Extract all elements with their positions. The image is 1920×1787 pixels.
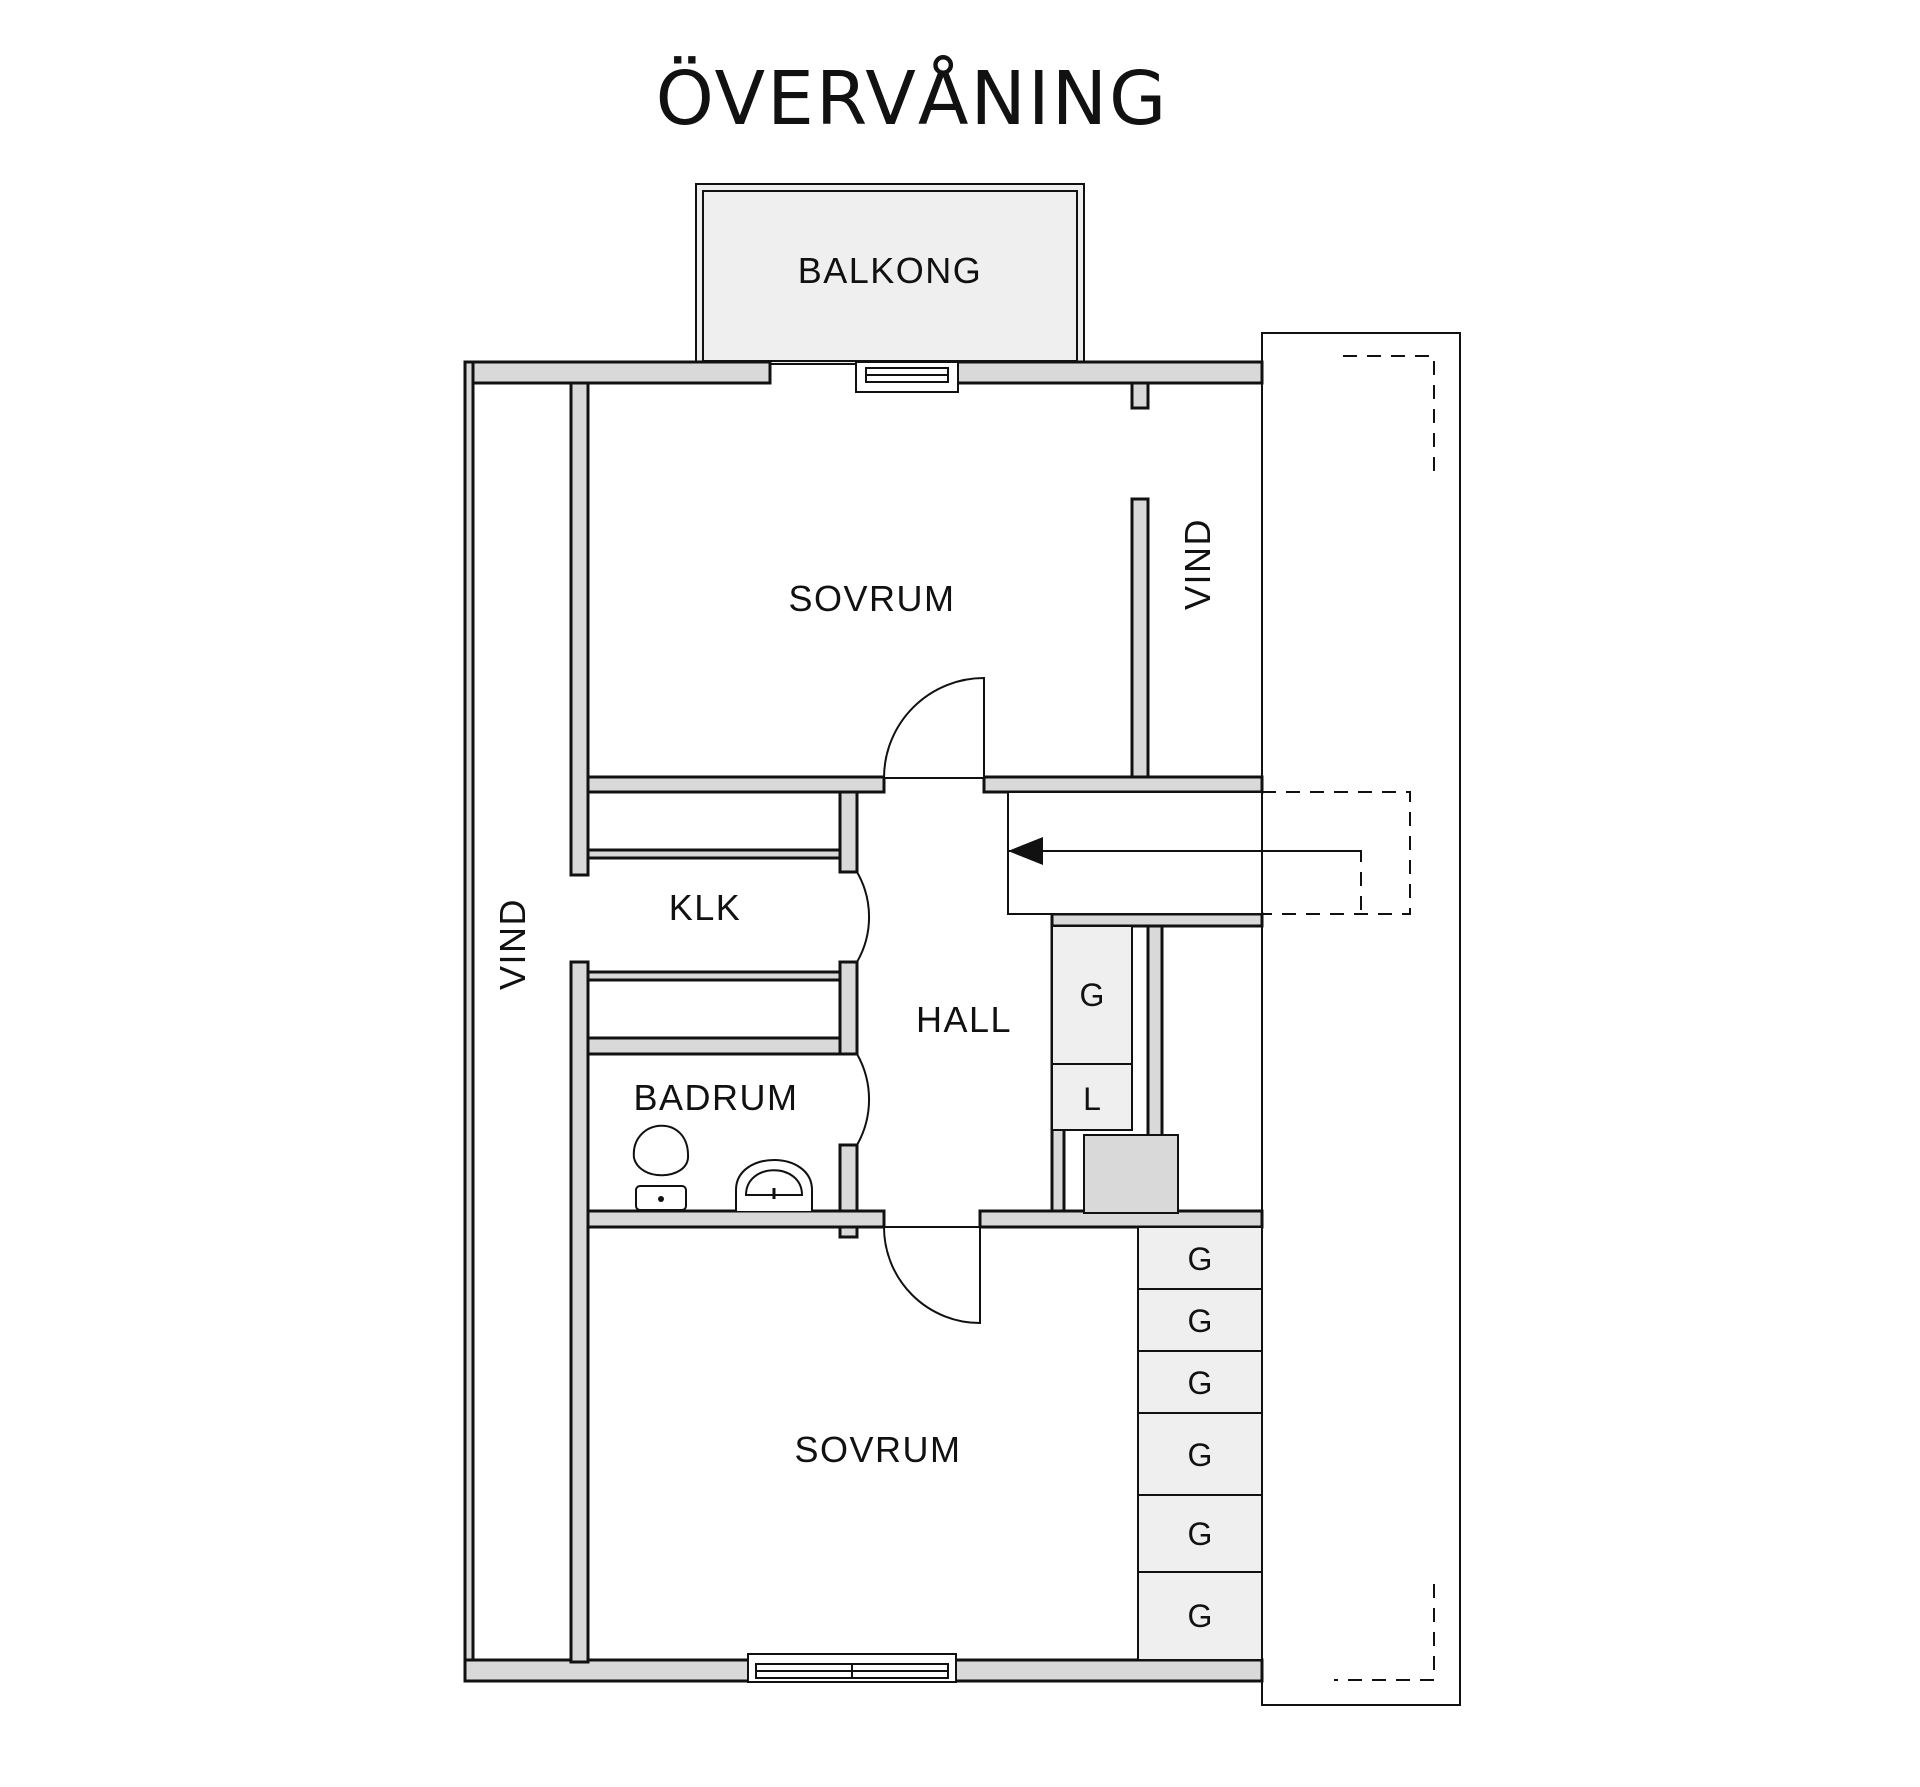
storage-column-label: G: [1188, 1598, 1213, 1634]
room-label-bathroom: BADRUM: [633, 1077, 798, 1118]
dashed-marker-top: [1343, 355, 1435, 474]
door-bathroom: [856, 1053, 871, 1146]
door-bedroom-bottom: [882, 1226, 981, 1325]
storage-hall-top: G: [1051, 925, 1133, 1065]
right-attic-strip: [1261, 332, 1461, 1706]
sink-icon: [735, 1159, 813, 1211]
dashed-marker-bottom: [1334, 1584, 1435, 1681]
door-closet: [856, 871, 871, 963]
toilet-icon: [632, 1124, 690, 1211]
window-top: [855, 361, 959, 393]
room-label-attic-right: VIND: [1177, 518, 1218, 610]
svg-text:G: G: [1080, 977, 1105, 1013]
storage-column-label: G: [1188, 1516, 1213, 1552]
storage-column-label: G: [1188, 1303, 1213, 1339]
room-label-balcony: BALKONG: [798, 250, 983, 291]
room-label-bedroom-top: SOVRUM: [788, 578, 955, 619]
plan-title: ÖVERVÅNING: [656, 54, 1169, 142]
storage-hall-linen: L: [1051, 1063, 1133, 1131]
stair-corridor: [1007, 791, 1411, 915]
storage-column-label: G: [1188, 1241, 1213, 1277]
interior-walls: [569, 381, 1264, 1664]
room-label-closet: KLK: [669, 887, 742, 928]
door-bedroom-top: [882, 676, 985, 779]
storage-column-label: G: [1188, 1437, 1213, 1473]
stair-arrow-icon: [1008, 837, 1043, 865]
storage-column-label: G: [1188, 1365, 1213, 1401]
svg-text:L: L: [1083, 1081, 1101, 1117]
room-label-bedroom-bottom: SOVRUM: [794, 1429, 961, 1470]
room-label-hall: HALL: [916, 999, 1012, 1040]
storage-column: G G G G G G: [1137, 1226, 1263, 1661]
balcony: [695, 183, 1085, 365]
room-label-attic-left: VIND: [492, 898, 533, 990]
window-bottom: [747, 1653, 957, 1683]
outer-walls: [463, 360, 1264, 1683]
